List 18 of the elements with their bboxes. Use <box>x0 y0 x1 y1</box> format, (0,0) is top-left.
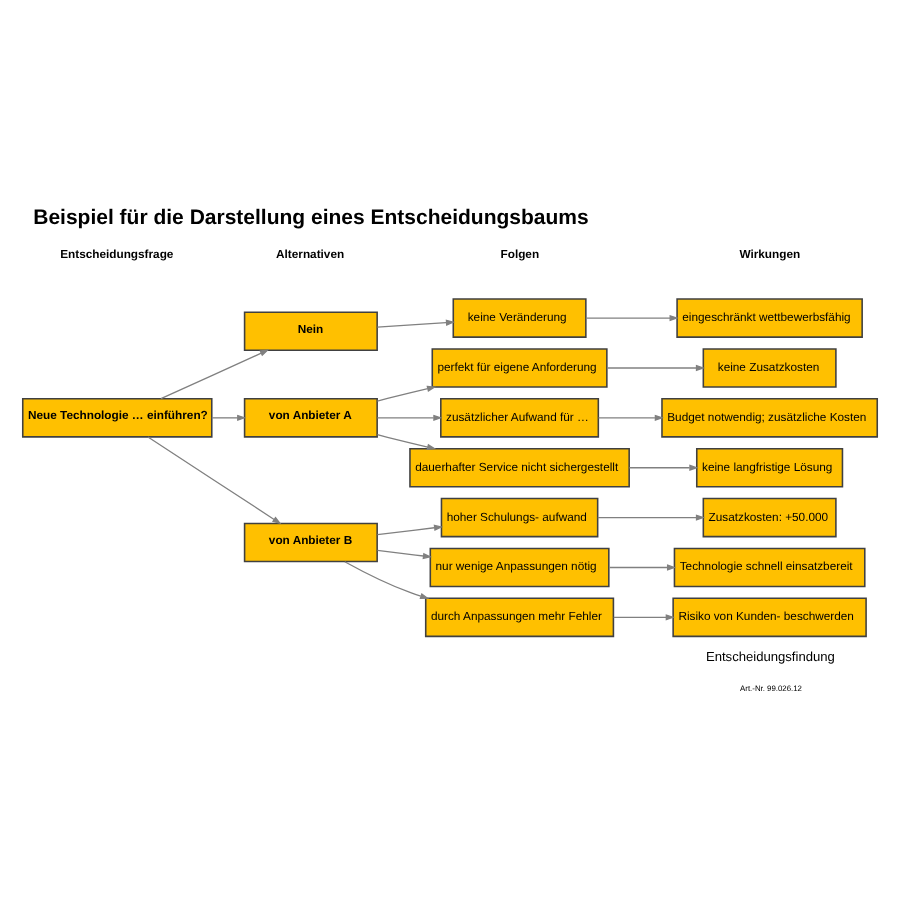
arrow <box>376 318 456 327</box>
arrow <box>585 313 679 321</box>
arrow <box>160 348 270 399</box>
arrow <box>376 413 443 421</box>
arrow <box>613 613 675 620</box>
arrow <box>344 560 430 599</box>
arrow <box>147 435 282 524</box>
arrow <box>597 513 706 520</box>
arrow <box>376 548 433 559</box>
arrow <box>211 413 247 421</box>
arrow <box>597 413 664 421</box>
arrow <box>606 363 706 371</box>
arrow <box>376 433 437 450</box>
arrow <box>376 384 437 401</box>
arrow <box>376 523 444 535</box>
diagram-title: Beispiel für die Darstellung eines Entscheidungsbaums <box>33 204 589 229</box>
arrow <box>608 563 677 570</box>
arrow <box>628 463 699 470</box>
